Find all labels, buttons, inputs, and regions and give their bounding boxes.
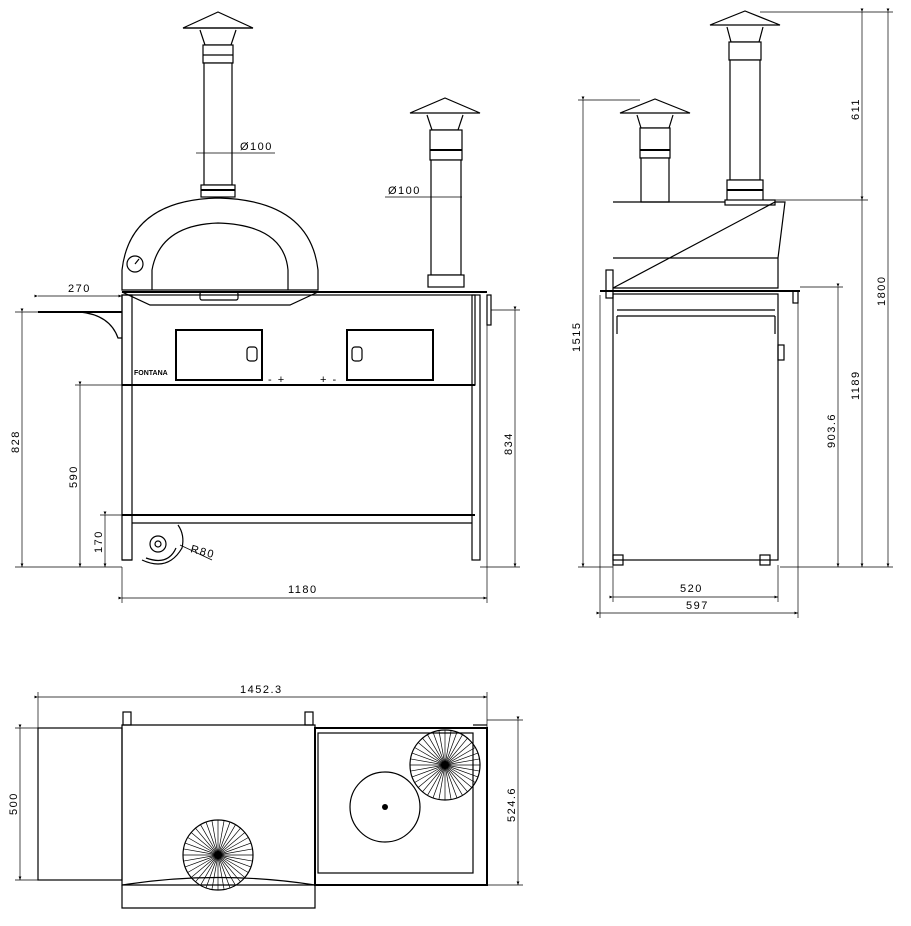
dim-500: 500 (8, 792, 20, 815)
front-dimensions: 270 Ø100 Ø100 828 590 170 834 1180 R80 (10, 141, 520, 603)
top-dimensions: 1452.3 500 524.6 (8, 684, 523, 886)
burner-plate (349, 771, 421, 843)
dim-1452-3: 1452.3 (240, 684, 283, 696)
dim-shelf-width: 270 (68, 283, 91, 295)
dim-834: 834 (503, 432, 515, 455)
side-dimensions: 1515 1800 611 1189 903.6 520 597 (571, 8, 893, 618)
right-chimney (409, 97, 481, 288)
tall-chimney (709, 10, 781, 206)
oven-cart-body: FONTANA - + + - (38, 291, 492, 565)
dim-flue-left: Ø100 (240, 141, 273, 153)
dim-1180: 1180 (288, 584, 318, 596)
dim-1515: 1515 (571, 322, 583, 352)
dim-r80: R80 (189, 543, 216, 561)
side-view: 1515 1800 611 1189 903.6 520 597 (571, 8, 893, 618)
cart-top (314, 727, 488, 886)
brand-logo: FONTANA (134, 370, 168, 377)
dim-590: 590 (68, 465, 80, 488)
left-chimney (182, 11, 254, 198)
dim-170: 170 (93, 530, 105, 553)
chimney-cap-top-right (409, 729, 481, 801)
side-body (600, 201, 800, 566)
left-door (175, 329, 263, 381)
chimney-cap-top-left (182, 819, 254, 891)
dim-524-6: 524.6 (506, 787, 518, 822)
top-view: 1452.3 500 524.6 (8, 684, 523, 909)
dim-611: 611 (850, 98, 862, 120)
dim-597: 597 (686, 600, 709, 612)
control-mark-right: + - (320, 374, 338, 386)
dim-520: 520 (680, 583, 703, 595)
dim-903-6: 903.6 (826, 413, 838, 448)
wheel (149, 535, 167, 553)
side-shelf-top (37, 727, 123, 881)
front-view: FONTANA - + + - 270 Ø100 Ø100 (10, 11, 520, 603)
dim-1800: 1800 (876, 276, 888, 306)
right-door (346, 329, 434, 381)
control-mark-left: - + (268, 374, 286, 386)
dim-828: 828 (10, 430, 22, 453)
oven-dome (121, 197, 319, 306)
dim-flue-right: Ø100 (388, 185, 421, 197)
dim-1189: 1189 (850, 370, 862, 400)
short-chimney (619, 98, 691, 203)
